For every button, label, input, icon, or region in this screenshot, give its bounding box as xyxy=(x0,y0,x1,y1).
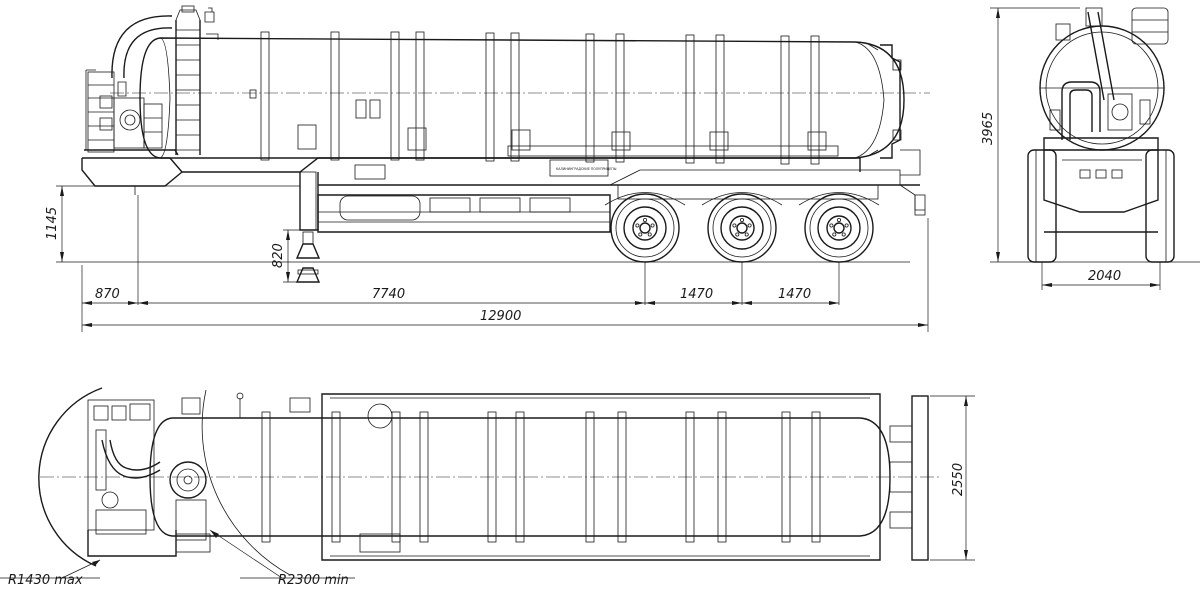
side-rail xyxy=(507,145,839,157)
dim-axle-spacing-2: 1470 xyxy=(778,287,811,302)
top-view xyxy=(0,387,975,579)
dim-coupling-height: 1145 xyxy=(45,207,60,240)
rear-wheel-left xyxy=(1027,149,1057,263)
dim-landing-gear-height: 820 xyxy=(271,243,286,268)
wheel-1 xyxy=(610,193,680,263)
rear-bumper xyxy=(911,395,929,561)
landing-gear xyxy=(295,171,321,283)
dim-track-width: 2040 xyxy=(1088,269,1121,284)
side-view: КАЛИНИНГРАДСКИЕ ПОЛУПРИЦЕПЫ xyxy=(45,5,930,332)
front-ladder xyxy=(175,5,201,155)
dim-overall-width: 2550 xyxy=(951,463,966,496)
dim-overall-height: 3965 xyxy=(981,112,996,145)
wheel-2 xyxy=(707,193,777,263)
pump-platform xyxy=(84,69,179,156)
top-pump-platform xyxy=(87,392,244,557)
dim-kingpin-to-axle: 7740 xyxy=(372,287,405,302)
wheel-3 xyxy=(804,193,874,263)
dim-front-swing-radius: R1430 max xyxy=(8,573,83,588)
chassis-frame xyxy=(317,164,926,233)
axles xyxy=(604,184,880,263)
manufacturer-plate xyxy=(549,159,609,177)
tank-hoops xyxy=(260,31,820,165)
side-dimensions xyxy=(56,185,929,332)
hoop-clamps xyxy=(297,124,827,151)
rear-view xyxy=(990,7,1200,290)
turning-arc xyxy=(201,389,291,576)
dim-axle-spacing-1: 1470 xyxy=(680,287,713,302)
rear-wheel-right xyxy=(1145,149,1175,263)
top-manhole xyxy=(169,461,207,499)
manufacturer-plate-label: КАЛИНИНГРАДСКИЕ ПОЛУПРИЦЕПЫ xyxy=(556,167,617,171)
top-hoops xyxy=(261,411,821,543)
top-tank xyxy=(149,417,891,537)
dim-overall-length: 12900 xyxy=(480,309,521,324)
dim-turning-radius: R2300 min xyxy=(278,573,349,588)
dim-front-overhang: 870 xyxy=(95,287,120,302)
front-swing-arc xyxy=(38,387,103,567)
top-frame xyxy=(321,393,881,561)
